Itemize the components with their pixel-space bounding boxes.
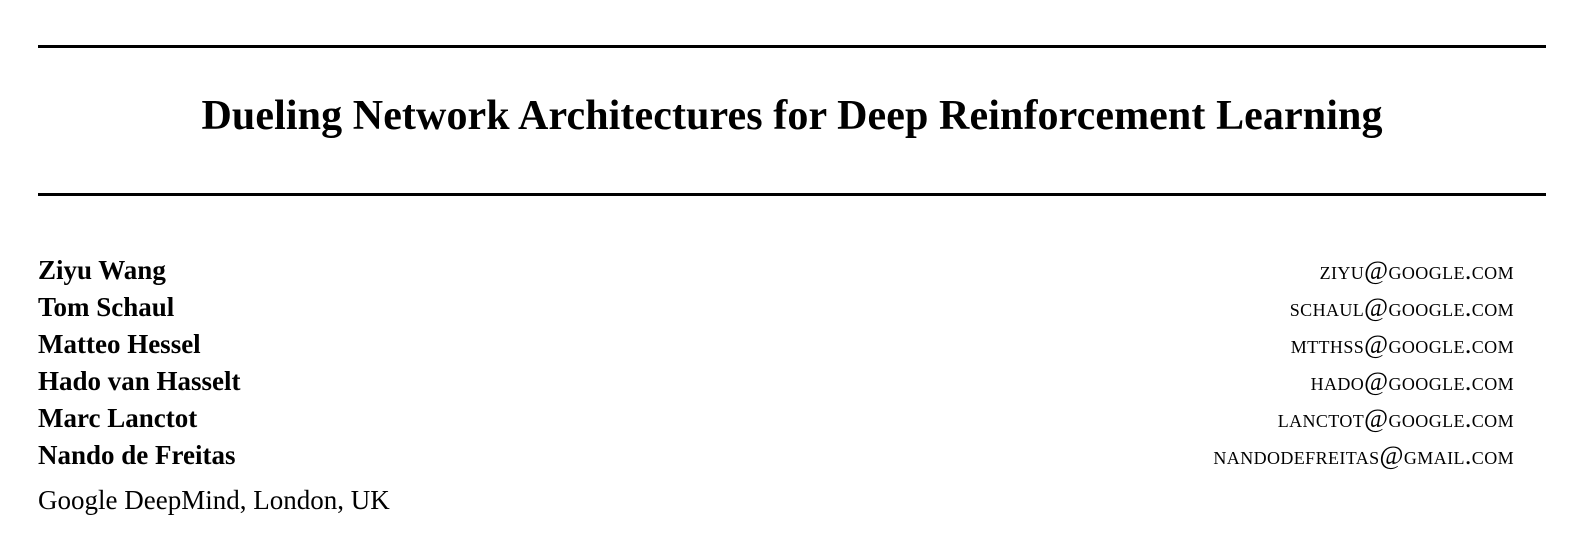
author-email: hado@google.com (1310, 367, 1514, 396)
author-name: Matteo Hessel (38, 329, 201, 359)
author-email: nandodefreitas@gmail.com (1213, 441, 1514, 470)
author-email: mtthss@google.com (1290, 330, 1514, 359)
author-email: schaul@google.com (1289, 293, 1514, 322)
author-email: lanctot@google.com (1277, 404, 1514, 433)
author-row: Hado van Hasselt hado@google.com (38, 363, 1514, 400)
author-name: Nando de Freitas (38, 440, 236, 470)
title-block: Dueling Network Architectures for Deep R… (38, 90, 1546, 142)
page-title: Dueling Network Architectures for Deep R… (201, 93, 1383, 139)
author-row: Nando de Freitas nandodefreitas@gmail.co… (38, 437, 1514, 474)
author-name: Ziyu Wang (38, 255, 166, 285)
author-name: Marc Lanctot (38, 403, 198, 433)
author-name: Hado van Hasselt (38, 366, 241, 396)
authors-block: Ziyu Wang ziyu@google.com Tom Schaul sch… (38, 252, 1514, 474)
author-row: Ziyu Wang ziyu@google.com (38, 252, 1514, 289)
author-email: ziyu@google.com (1319, 256, 1514, 285)
affiliation: Google DeepMind, London, UK (38, 485, 390, 515)
author-row: Matteo Hessel mtthss@google.com (38, 326, 1514, 363)
author-row: Marc Lanctot lanctot@google.com (38, 400, 1514, 437)
author-name: Tom Schaul (38, 292, 175, 322)
horizontal-rule-bottom (38, 193, 1546, 196)
horizontal-rule-top (38, 45, 1546, 48)
author-row: Tom Schaul schaul@google.com (38, 289, 1514, 326)
